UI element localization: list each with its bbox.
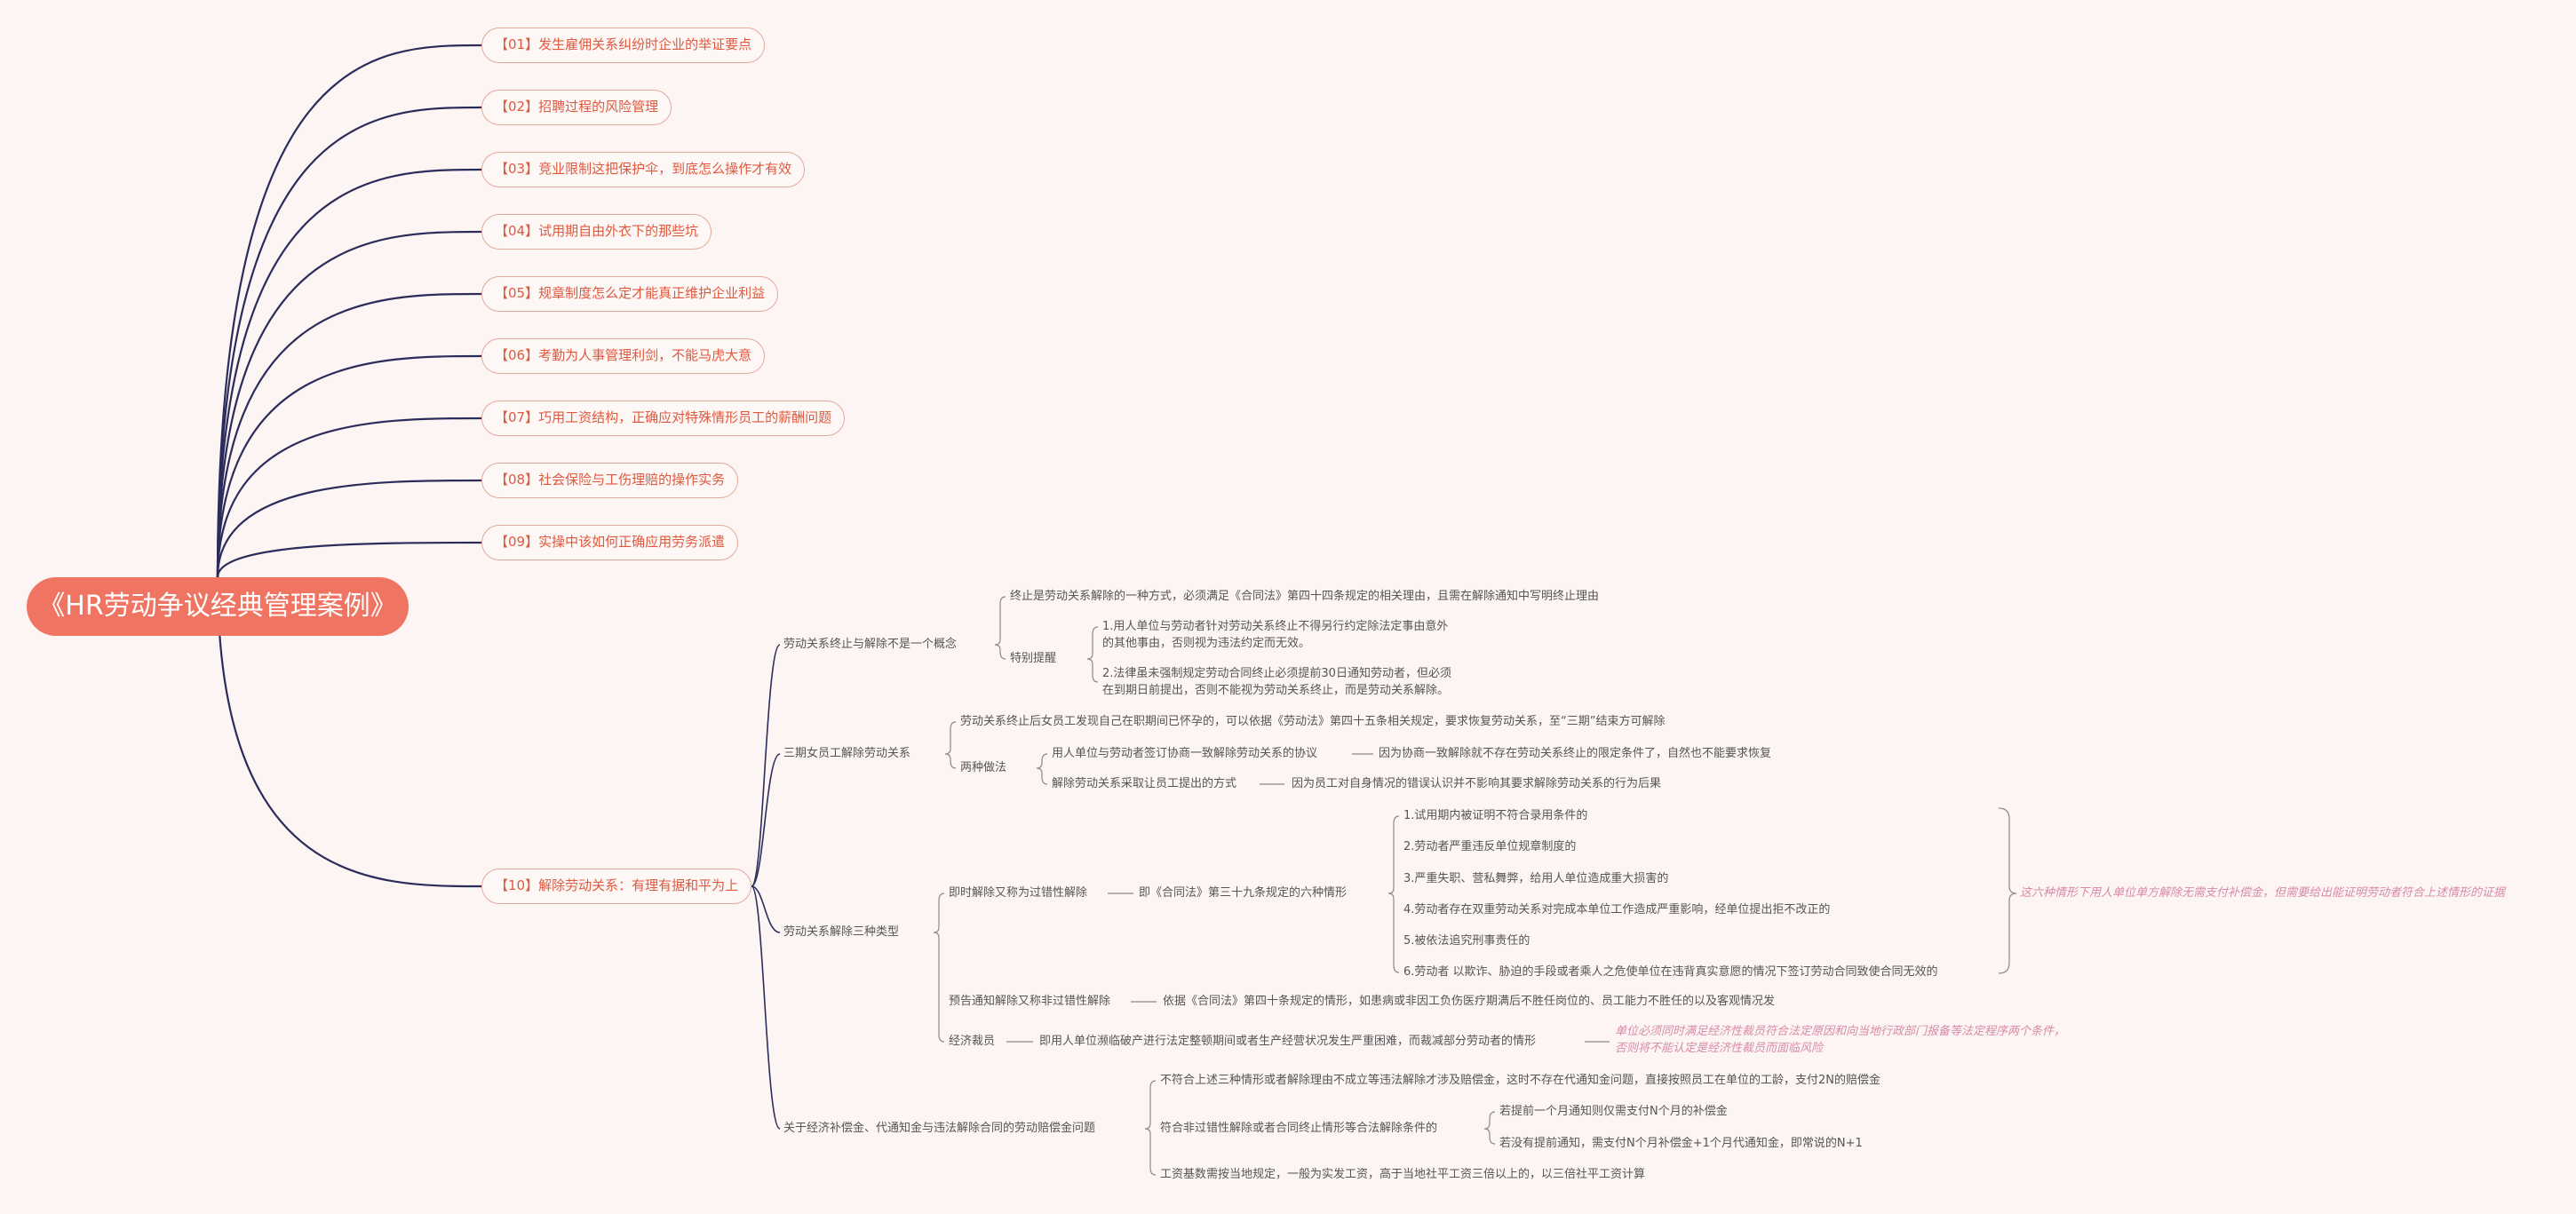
- pregnancy-rule[interactable]: 劳动关系终止后女员工发现自己在职期间已怀孕的，可以依据《劳动法》第四十五条相关规…: [960, 715, 1666, 728]
- branch-line-chapter-6: [216, 354, 482, 578]
- branch-compensation[interactable]: 关于经济补偿金、代通知金与违法解除合同的劳动赔偿金问题: [783, 1122, 1096, 1135]
- branch-line-chapter-4: [216, 230, 482, 578]
- chapter-04[interactable]: 【04】试用期自由外衣下的那些坑: [481, 214, 712, 250]
- type-immediate-dismissal[interactable]: 即时解除又称为过错性解除: [949, 886, 1088, 900]
- case-6[interactable]: 6.劳动者 以欺诈、胁迫的手段或者乘人之危使单位在违背真实意愿的情况下签订劳动合…: [1403, 965, 1938, 979]
- branch-line-chapter-10: [216, 576, 482, 888]
- branch-line-chapter-2: [216, 106, 482, 578]
- branch-termination-vs-dismissal[interactable]: 劳动关系终止与解除不是一个概念: [783, 638, 958, 651]
- method-2-result[interactable]: 因为员工对自身情况的错误认识并不影响其要求解除劳动关系的行为后果: [1292, 777, 1662, 790]
- reminder-2-line1[interactable]: 2.法律虽未强制规定劳动合同终止必须提前30日通知劳动者，但必须: [1102, 667, 1451, 680]
- bracket-b1: [994, 596, 1006, 660]
- chapter-06[interactable]: 【06】考勤为人事管理利剑，不能马虎大意: [481, 338, 766, 374]
- branch-line-chapter-7: [216, 417, 482, 578]
- compensation-case-1[interactable]: 不符合上述三种情形或者解除理由不成立等违法解除才涉及赔偿金，这时不存在代通知金问…: [1160, 1074, 1880, 1087]
- six-situations[interactable]: 即《合同法》第三十九条规定的六种情形: [1139, 886, 1348, 900]
- wage-base[interactable]: 工资基数需按当地规定，一般为实发工资，高于当地社平工资三倍以上的，以三倍社平工资…: [1160, 1168, 1646, 1181]
- branch-three-dismissal-types[interactable]: 劳动关系解除三种类型: [783, 925, 900, 939]
- case-1[interactable]: 1.试用期内被证明不符合录用条件的: [1403, 809, 1588, 822]
- two-methods-label[interactable]: 两种做法: [960, 761, 1007, 774]
- bracket-cases-note: [1998, 807, 2017, 974]
- compensation-case-2[interactable]: 符合非过错性解除或者合同终止情形等合法解除条件的: [1160, 1122, 1438, 1135]
- chapter-07[interactable]: 【07】巧用工资结构，正确应对特殊情形员工的薪酬问题: [481, 401, 846, 436]
- bracket-b2-methods: [1036, 753, 1048, 785]
- chapter-01[interactable]: 【01】发生雇佣关系纠纷时企业的举证要点: [481, 28, 766, 63]
- reminder-1-line2[interactable]: 的其他事由，否则视为违法约定而无效。: [1102, 637, 1311, 650]
- bracket-b4: [1144, 1080, 1157, 1176]
- notice-dismissal-detail[interactable]: 依据《合同法》第四十条规定的情形，如患病或非因工负伤医疗期满后不胜任岗位的、员工…: [1163, 995, 1776, 1008]
- chapter-05[interactable]: 【05】规章制度怎么定才能真正维护企业利益: [481, 276, 779, 312]
- notice-in-advance[interactable]: 若提前一个月通知则仅需支付N个月的补偿金: [1499, 1105, 1728, 1118]
- branch-line-chapter-3: [216, 168, 482, 578]
- reminder-2-line2[interactable]: 在到期日前提出，否则不能视为劳动关系终止，而是劳动关系解除。: [1102, 684, 1450, 697]
- chapter-10[interactable]: 【10】解除劳动关系：有理有据和平为上: [481, 869, 752, 904]
- layoff-note-line1[interactable]: 单位必须同时满足经济性裁员符合法定原因和向当地行政部门报备等法定程序两个条件，: [1615, 1025, 2066, 1038]
- chapter-03[interactable]: 【03】竞业限制这把保护伞，到底怎么操作才有效: [481, 152, 806, 187]
- layoff-note-line2[interactable]: 否则将不能认定是经济性裁员而面临风险: [1615, 1042, 1824, 1055]
- sub-branch-b3: [751, 885, 781, 933]
- bracket-b4-notice: [1483, 1111, 1496, 1145]
- branch-three-period-female[interactable]: 三期女员工解除劳动关系: [783, 747, 911, 760]
- case-5[interactable]: 5.被依法追究刑事责任的: [1403, 934, 1530, 948]
- termination-definition[interactable]: 终止是劳动关系解除的一种方式，必须满足《合同法》第四十四条规定的相关理由，且需在…: [1010, 590, 1600, 603]
- reminder-1-line1[interactable]: 1.用人单位与劳动者针对劳动关系终止不得另行约定除法定事由意外: [1102, 620, 1449, 633]
- bracket-b2: [944, 721, 957, 769]
- chapter-02[interactable]: 【02】招聘过程的风险管理: [481, 90, 672, 125]
- case-2[interactable]: 2.劳动者严重违反单位规章制度的: [1403, 840, 1577, 853]
- connector-lines: [216, 44, 2017, 1176]
- case-3[interactable]: 3.严重失职、营私舞弊，给用人单位造成重大损害的: [1403, 872, 1669, 885]
- chapter-09[interactable]: 【09】实操中该如何正确应用劳务派遣: [481, 525, 739, 560]
- sub-branch-b1: [751, 644, 781, 887]
- case-4[interactable]: 4.劳动者存在双重劳动关系对完成本单位工作造成严重影响，经单位提出拒不改正的: [1403, 903, 1831, 916]
- six-situations-note[interactable]: 这六种情形下用人单位单方解除无需支付补偿金，但需要给出能证明劳动者符合上述情形的…: [2020, 886, 2506, 900]
- sub-branch-b4: [751, 885, 781, 1130]
- branch-line-chapter-9: [216, 541, 482, 578]
- economic-layoff-detail[interactable]: 即用人单位濒临破产进行法定整顿期间或者生产经营状况发生严重困难，而裁减部分劳动者…: [1039, 1035, 1537, 1048]
- special-reminder-label[interactable]: 特别提醒: [1010, 652, 1057, 665]
- method-1-result[interactable]: 因为协商一致解除就不存在劳动关系终止的限定条件了，自然也不能要求恢复: [1379, 747, 1772, 760]
- root-topic[interactable]: 《HR劳动争议经典管理案例》: [27, 577, 409, 636]
- bracket-cases: [1387, 815, 1400, 973]
- branch-line-chapter-8: [216, 479, 482, 578]
- bracket-b3: [933, 893, 945, 1043]
- chapter-08[interactable]: 【08】社会保险与工伤理赔的操作实务: [481, 463, 739, 498]
- branch-line-chapter-1: [216, 44, 482, 578]
- no-advance-notice[interactable]: 若没有提前通知，需支付N个月补偿金+1个月代通知金，即常说的N+1: [1499, 1137, 1863, 1150]
- branch-line-chapter-5: [216, 292, 482, 578]
- type-economic-layoff[interactable]: 经济裁员: [949, 1035, 996, 1048]
- type-notice-dismissal[interactable]: 预告通知解除又称非过错性解除: [949, 995, 1111, 1008]
- method-2[interactable]: 解除劳动关系采取让员工提出的方式: [1052, 777, 1237, 790]
- sub-branch-b2: [751, 753, 781, 887]
- method-1[interactable]: 用人单位与劳动者签订协商一致解除劳动关系的协议: [1052, 747, 1318, 760]
- bracket-b1-tips: [1086, 626, 1099, 683]
